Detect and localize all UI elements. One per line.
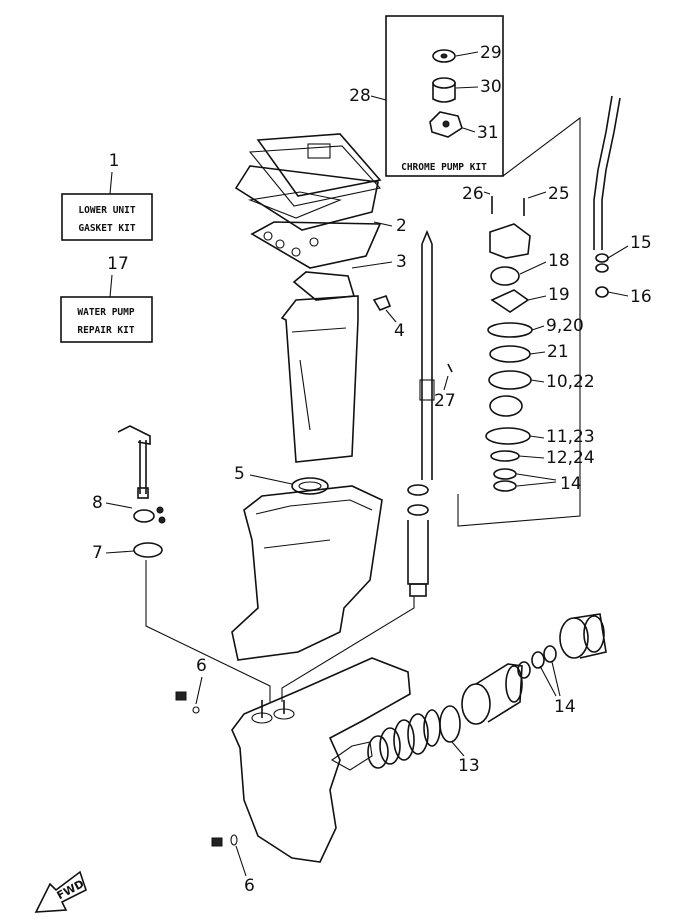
callout-2: 2 — [396, 216, 407, 236]
callout-1: 1 — [109, 151, 120, 171]
part-4-clip — [372, 295, 392, 311]
water-pump-stack — [485, 196, 533, 492]
kit-line-1: LOWER UNIT — [78, 205, 135, 216]
fwd-arrow-icon: FWD — [34, 870, 87, 913]
callout-15: 15 — [630, 233, 652, 253]
callout-7: 7 — [92, 543, 103, 563]
leader-1 — [109, 171, 113, 195]
callout-26: 26 — [462, 184, 484, 204]
shaft-bushing-2 — [407, 504, 429, 516]
callout-5: 5 — [234, 464, 245, 484]
callout-30: 30 — [480, 77, 502, 97]
callout-14-lower: 14 — [554, 697, 576, 717]
callout-18: 18 — [548, 251, 570, 271]
part-3-gasket — [250, 221, 382, 301]
kit-line-1: WATER PUMP — [77, 307, 134, 318]
kit-box-chrome-pump: CHROME PUMP KIT — [385, 15, 504, 177]
kit-label: CHROME PUMP KIT — [401, 162, 487, 173]
callout-13: 13 — [458, 756, 480, 776]
callout-19: 19 — [548, 285, 570, 305]
exhaust-tube — [280, 295, 359, 463]
callout-29: 29 — [480, 43, 502, 63]
part-7-oring — [133, 542, 163, 558]
part-5-seal — [291, 477, 329, 495]
leader-17 — [109, 274, 113, 298]
water-tube-leader — [281, 596, 415, 702]
callout-17: 17 — [107, 254, 129, 274]
shift-rod — [117, 425, 151, 499]
part-13-oring — [439, 705, 461, 743]
bearing-housing — [461, 661, 531, 725]
shaft-bushing-1 — [407, 484, 429, 496]
callout-14-upper: 14 — [560, 474, 582, 494]
part-27-pin — [447, 363, 453, 373]
callout-28: 28 — [349, 86, 371, 106]
callout-9-20: 9,20 — [546, 316, 584, 336]
callout-6-lower: 6 — [244, 876, 255, 896]
prop-cap — [559, 613, 607, 659]
lower-casing — [231, 657, 411, 863]
callout-21: 21 — [547, 342, 569, 362]
callout-27: 27 — [434, 391, 456, 411]
bolt-6-lower — [211, 834, 238, 847]
bolt-6-upper — [175, 691, 200, 714]
callout-16: 16 — [630, 287, 652, 307]
part-31-plate — [429, 111, 463, 138]
callout-6-upper: 6 — [196, 656, 207, 676]
tube-grommet — [409, 583, 427, 597]
shift-rod-leader — [145, 560, 271, 702]
kit-box-water-pump-repair: WATER PUMP REPAIR KIT — [60, 296, 153, 343]
callout-4: 4 — [394, 321, 405, 341]
callout-8: 8 — [92, 493, 103, 513]
part-30-insert — [432, 77, 456, 89]
part-8-seal — [133, 509, 155, 523]
part-29-grommet — [432, 49, 456, 63]
prop-shaft-assembly — [367, 705, 461, 769]
water-tube-cable — [593, 95, 621, 298]
callout-10-22: 10,22 — [546, 372, 595, 392]
kit-box-lower-unit-gasket: LOWER UNIT GASKET KIT — [61, 193, 153, 241]
part-2-gasket — [234, 133, 382, 231]
drive-shaft — [419, 229, 435, 480]
callout-11-23: 11,23 — [546, 427, 595, 447]
callout-12-24: 12,24 — [546, 448, 595, 468]
upper-casing — [231, 485, 383, 661]
callout-31: 31 — [477, 123, 499, 143]
kit-line-2: REPAIR KIT — [77, 325, 134, 336]
callout-25: 25 — [548, 184, 570, 204]
callout-3: 3 — [396, 252, 407, 272]
kit-line-2: GASKET KIT — [78, 223, 135, 234]
bracket-frame — [457, 116, 581, 527]
water-tube — [407, 520, 429, 585]
